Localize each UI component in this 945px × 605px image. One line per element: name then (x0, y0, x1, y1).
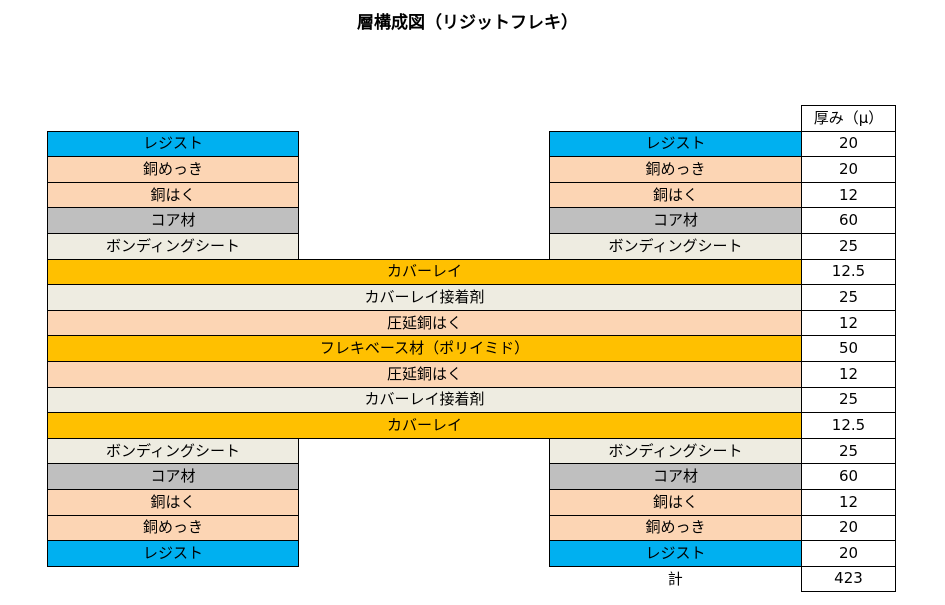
thickness-header: 厚み（μ） (801, 105, 896, 132)
layer-cell-left: レジスト (47, 540, 299, 567)
spacer-cell (299, 566, 550, 592)
thickness-cell: 20 (801, 156, 896, 183)
layer-stack-table: 厚み（μ） レジスト レジスト 20 銅めっき 銅めっき 20 銅はく 銅はく … (47, 105, 896, 593)
layer-cell-full: 圧延銅はく (47, 309, 802, 337)
layer-cell-full: カバーレイ接着剤 (47, 284, 802, 311)
layer-row: 圧延銅はく 12 (47, 309, 896, 337)
page-title: 層構成図（リジットフレキ） (357, 13, 578, 33)
layer-row: コア材 コア材 60 (47, 207, 896, 234)
layer-cell-left: 銅めっき (47, 514, 299, 542)
layer-row: カバーレイ 12.5 (47, 412, 896, 439)
thickness-cell: 12.5 (801, 412, 896, 439)
layer-row: ボンディングシート ボンディングシート 25 (47, 232, 896, 260)
layer-cell-right: 銅はく (549, 488, 802, 516)
layer-cell-left: ボンディングシート (47, 437, 299, 465)
layer-cell-right: コア材 (549, 207, 802, 234)
spacer-cell (48, 566, 299, 592)
layer-cell-right: 銅めっき (549, 514, 802, 542)
layer-row: レジスト レジスト 20 (47, 540, 896, 567)
thickness-cell: 12 (801, 488, 896, 516)
layer-row: 銅はく 銅はく 12 (47, 488, 896, 516)
thickness-cell: 12 (801, 360, 896, 388)
layer-cell-left: 銅はく (47, 488, 299, 516)
spacer-cell (299, 438, 550, 464)
spacer-cell (299, 208, 550, 234)
thickness-cell: 20 (801, 130, 896, 158)
layer-cell-full: 圧延銅はく (47, 360, 802, 388)
spacer-cell (299, 489, 550, 515)
thickness-cell: 60 (801, 463, 896, 490)
total-value: 423 (801, 565, 896, 593)
layer-row: レジスト レジスト 20 (47, 130, 896, 158)
spacer-cell (299, 131, 550, 157)
thickness-cell: 12 (801, 309, 896, 337)
layer-cell-right: ボンディングシート (549, 232, 802, 260)
layer-cell-full: カバーレイ (47, 412, 802, 439)
thickness-cell: 12 (801, 181, 896, 209)
layer-row: 圧延銅はく 12 (47, 360, 896, 388)
thickness-cell: 25 (801, 232, 896, 260)
spacer-cell (299, 541, 550, 567)
layer-cell-right: レジスト (549, 540, 802, 567)
spacer-cell (299, 157, 550, 183)
spacer-cell (299, 106, 550, 132)
layer-cell-left: 銅はく (47, 181, 299, 209)
spacer-cell (299, 233, 550, 259)
thickness-cell: 20 (801, 540, 896, 567)
layer-row: 銅めっき 銅めっき 20 (47, 514, 896, 542)
thickness-cell: 25 (801, 386, 896, 414)
layer-cell-right: 銅めっき (549, 156, 802, 183)
layer-cell-full: カバーレイ接着剤 (47, 386, 802, 414)
spacer-cell (550, 106, 802, 132)
layer-cell-right: 銅はく (549, 181, 802, 209)
layer-row: フレキベース材（ポリイミド） 50 (47, 335, 896, 362)
layer-cell-right: ボンディングシート (549, 437, 802, 465)
header-row: 厚み（μ） (48, 105, 896, 132)
thickness-cell: 60 (801, 207, 896, 234)
spacer-cell (299, 182, 550, 208)
spacer-cell (299, 464, 550, 490)
layer-row: ボンディングシート ボンディングシート 25 (47, 437, 896, 465)
layer-cell-left: コア材 (47, 463, 299, 490)
layer-row: カバーレイ接着剤 25 (47, 386, 896, 414)
layer-cell-left: 銅めっき (47, 156, 299, 183)
thickness-cell: 25 (801, 437, 896, 465)
layer-cell-right: コア材 (549, 463, 802, 490)
layer-row: コア材 コア材 60 (47, 463, 896, 490)
thickness-cell: 25 (801, 284, 896, 311)
layer-cell-right: レジスト (549, 130, 802, 158)
layer-cell-full: カバーレイ (47, 258, 802, 286)
layer-cell-left: レジスト (47, 130, 299, 158)
layer-row: 銅はく 銅はく 12 (47, 181, 896, 209)
spacer-cell (299, 515, 550, 541)
spacer-cell (48, 106, 299, 132)
layer-cell-full: フレキベース材（ポリイミド） (47, 335, 802, 362)
layer-row: 銅めっき 銅めっき 20 (47, 156, 896, 183)
layer-row: カバーレイ 12.5 (47, 258, 896, 286)
total-row: 計 423 (48, 565, 896, 593)
thickness-cell: 20 (801, 514, 896, 542)
layer-row: カバーレイ接着剤 25 (47, 284, 896, 311)
layer-cell-left: コア材 (47, 207, 299, 234)
thickness-cell: 12.5 (801, 258, 896, 286)
layer-cell-left: ボンディングシート (47, 232, 299, 260)
thickness-cell: 50 (801, 335, 896, 362)
total-label: 計 (667, 569, 683, 588)
